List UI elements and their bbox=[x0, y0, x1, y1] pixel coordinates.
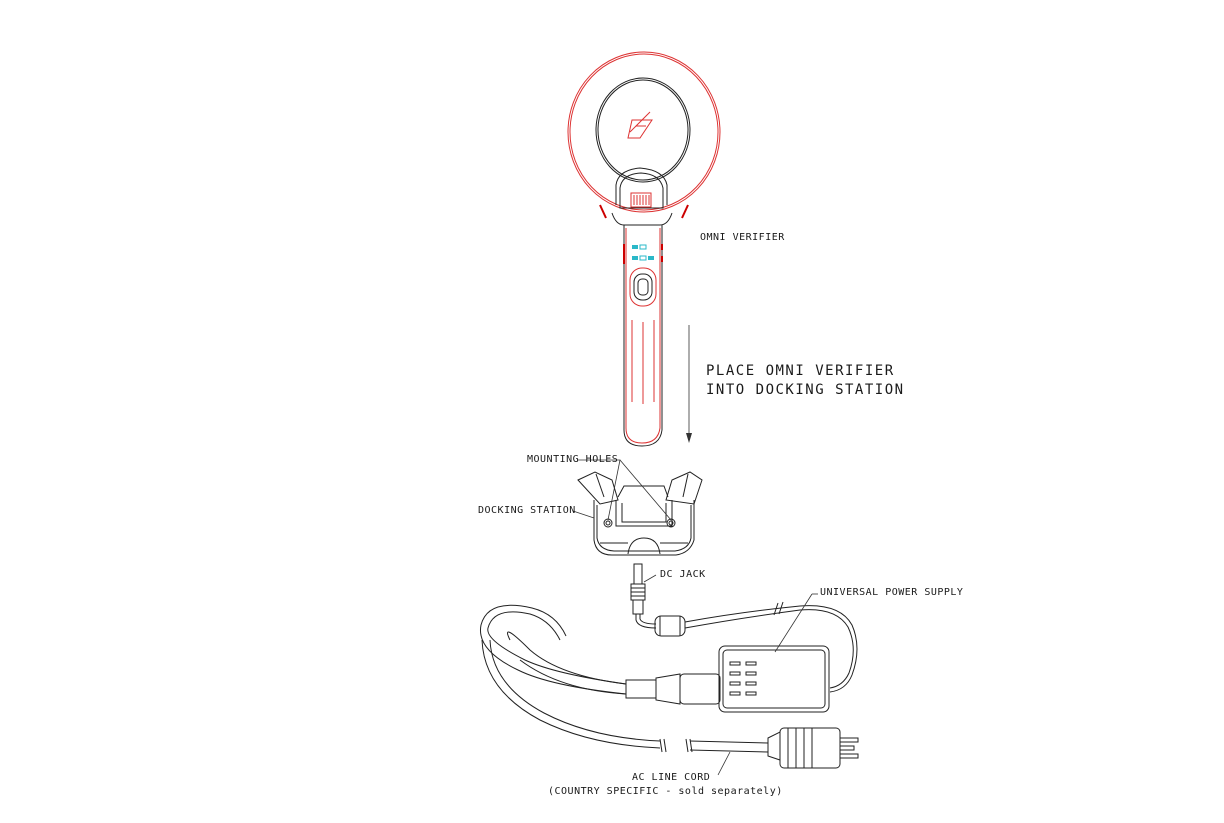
dc-cable bbox=[636, 602, 857, 692]
verifier-lens bbox=[596, 78, 690, 182]
ac-line-cord bbox=[480, 605, 858, 768]
speaker-grille bbox=[631, 193, 651, 207]
trigger-button bbox=[630, 268, 656, 306]
verifier-head-cap bbox=[616, 168, 667, 205]
docking-base bbox=[594, 500, 694, 555]
universal-power-supply-label: UNIVERSAL POWER SUPPLY bbox=[820, 587, 963, 598]
mounting-holes-label: MOUNTING HOLES bbox=[527, 454, 618, 465]
docking-station bbox=[578, 472, 702, 555]
grip-grooves bbox=[632, 320, 654, 404]
dc-jack-label: DC JACK bbox=[660, 569, 706, 580]
omni-verifier-label: OMNI VERIFIER bbox=[700, 232, 785, 243]
docking-station-label: DOCKING STATION bbox=[478, 505, 576, 516]
universal-power-supply bbox=[719, 646, 829, 712]
docking-right-wing bbox=[666, 472, 702, 504]
indicator-leds bbox=[632, 245, 654, 260]
ac-line-cord-label: AC LINE CORD bbox=[632, 772, 710, 783]
omni-verifier bbox=[568, 52, 720, 446]
instruction-line-1: PLACE OMNI VERIFIER bbox=[706, 362, 895, 380]
instruction-line-2: INTO DOCKING STATION bbox=[706, 381, 905, 399]
dc-jack bbox=[631, 564, 645, 614]
ac-line-cord-note: (COUNTRY SPECIFIC - sold separately) bbox=[548, 786, 783, 797]
placement-arrow bbox=[686, 325, 692, 443]
